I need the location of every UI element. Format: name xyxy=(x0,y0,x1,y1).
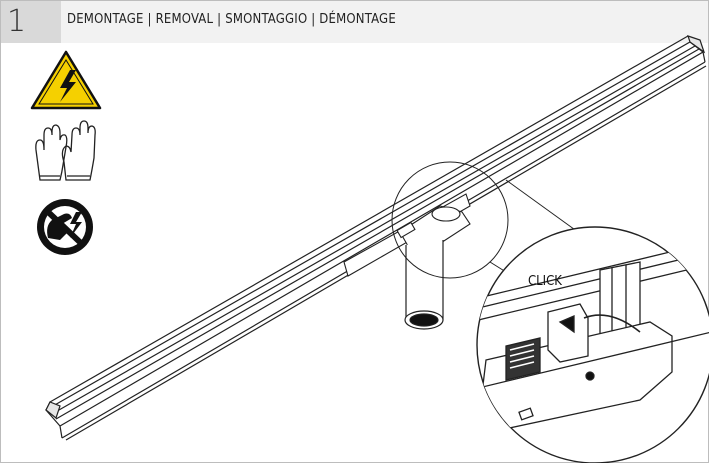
header-bar xyxy=(61,1,708,43)
detail-connector-line-2 xyxy=(505,179,579,233)
protective-gloves-icon xyxy=(35,120,96,181)
click-callout-label: CLICK xyxy=(528,274,562,289)
step-badge: 1 xyxy=(1,1,61,43)
detail-zoom-content xyxy=(477,239,709,431)
detail-focus-circle xyxy=(391,161,509,279)
track-rail xyxy=(45,35,707,441)
page-title: DEMONTAGE | REMOVAL | SMONTAGGIO | DÉMON… xyxy=(67,12,396,27)
spotlight-cylinder xyxy=(404,240,444,330)
step-number: 1 xyxy=(7,4,27,39)
do-not-touch-live-parts-icon xyxy=(37,199,93,255)
high-voltage-warning-icon xyxy=(30,50,102,110)
